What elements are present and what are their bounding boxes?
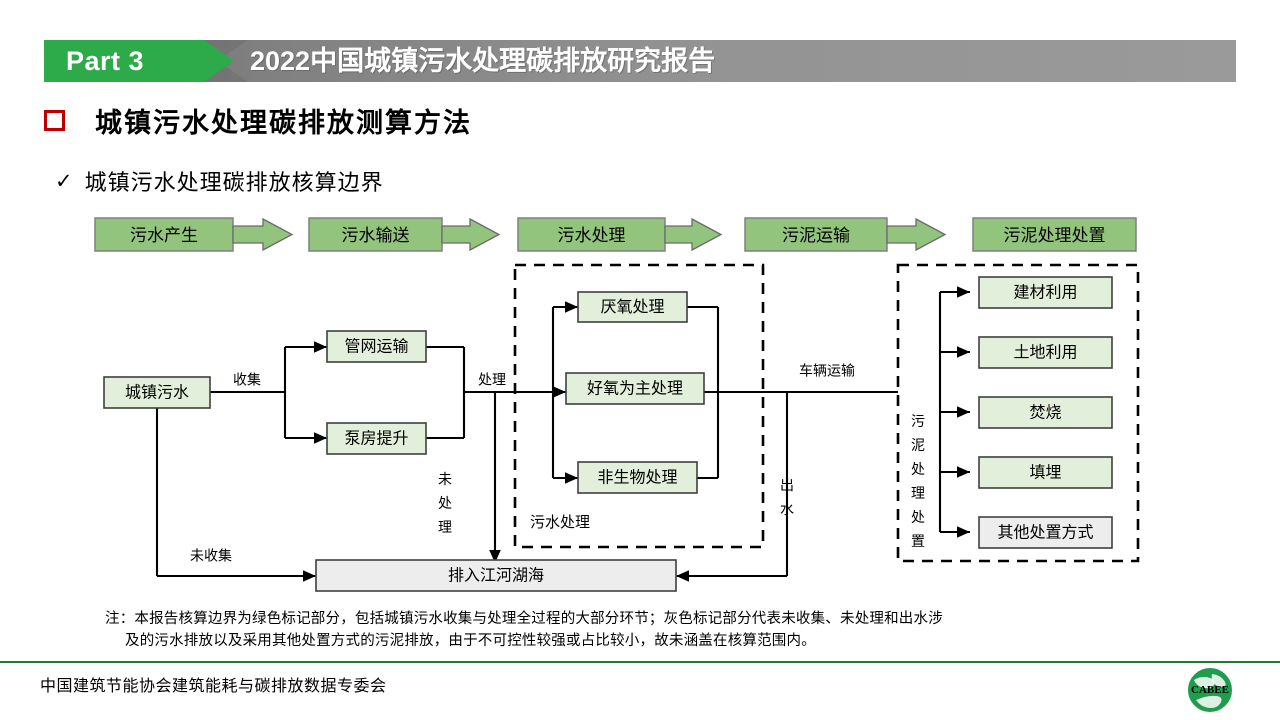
node-label-land-use: 土地利用	[1013, 344, 1077, 362]
section-heading-level1: 城镇污水处理碳排放测算方法	[44, 101, 472, 140]
svg-text:处: 处	[911, 462, 925, 478]
stage-label-3: 污泥运输	[782, 226, 850, 245]
group-box-sludge-treatment	[896, 263, 1140, 563]
stage-chip-wastewater-conveyance: 污水输送	[308, 217, 501, 252]
stage-chip-wastewater-treatment: 污水处理	[517, 217, 723, 252]
node-label-source: 城镇污水	[125, 384, 189, 402]
node-label-aerobic: 好氧为主处理	[587, 380, 683, 398]
edge-label-uncollected: 未收集	[190, 548, 232, 565]
footnote-line-1: 注：本报告核算边界为绿色标记部分，包括城镇污水收集与处理全过程的大部分环节；灰色…	[105, 611, 943, 627]
svg-text:出: 出	[780, 478, 794, 494]
node-building-material-use: 建材利用	[978, 276, 1113, 309]
node-label-building-material: 建材利用	[1013, 284, 1077, 302]
stage-chip-sludge-transport: 污泥运输	[744, 217, 947, 252]
banner-green-chevron	[44, 40, 234, 82]
stage-chip-wastewater-generation: 污水产生	[94, 217, 294, 252]
svg-text:泥: 泥	[911, 438, 925, 454]
part-label: Part 3	[66, 46, 145, 76]
footnote: 注：本报告核算边界为绿色标记部分，包括城镇污水收集与处理全过程的大部分环节；灰色…	[105, 608, 1213, 652]
square-bullet-icon	[44, 110, 65, 131]
node-label-nonbio: 非生物处理	[597, 469, 677, 487]
node-land-use: 土地利用	[978, 336, 1113, 369]
cabee-logo-text: CABEE	[1191, 684, 1229, 696]
section-heading-level1-text: 城镇污水处理碳排放测算方法	[95, 108, 472, 138]
group-label-sludge-treatment: 污 泥 处 理 处 置	[911, 414, 925, 550]
node-urban-wastewater: 城镇污水	[103, 376, 211, 409]
node-aerobic-treatment: 好氧为主处理	[565, 372, 705, 405]
edge-label-treated: 处理	[478, 373, 506, 389]
section-heading-level2-text: 城镇污水处理碳排放核算边界	[84, 170, 384, 195]
node-incineration: 焚烧	[978, 396, 1113, 429]
stage-arrow-icon-3	[886, 217, 947, 252]
node-label-discharge: 排入江河湖海	[448, 567, 544, 585]
node-other-disposal: 其他处置方式	[978, 516, 1113, 549]
group-label-wastewater-treatment: 污水处理	[530, 514, 590, 531]
cabee-logo: CABEE	[1188, 668, 1232, 712]
node-label-incineration: 焚烧	[1029, 404, 1061, 422]
group-box-wastewater-treatment	[513, 263, 765, 549]
svg-text:理: 理	[438, 521, 452, 536]
stage-label-1: 污水输送	[342, 226, 410, 245]
stage-label-4: 污泥处理处置	[1004, 226, 1106, 245]
edge-label-vehicle-transport: 车辆运输	[799, 363, 855, 380]
slide-banner: Part 3 2022中国城镇污水处理碳排放研究报告	[44, 40, 1236, 82]
node-pump-station-lift: 泵房提升	[326, 422, 427, 455]
node-label-pipe: 管网运输	[344, 338, 408, 356]
svg-text:处: 处	[911, 510, 925, 526]
footer-divider	[0, 661, 1280, 663]
svg-text:处: 处	[438, 496, 452, 512]
edge-label-effluent: 出 水	[780, 478, 794, 518]
section-heading-level2: ✓ 城镇污水处理碳排放核算边界	[55, 165, 384, 197]
banner-title: 2022中国城镇污水处理碳排放研究报告	[250, 46, 716, 76]
check-icon: ✓	[55, 168, 73, 193]
node-discharge-to-water-bodies: 排入江河湖海	[315, 559, 677, 592]
stage-arrow-icon-0	[232, 217, 294, 252]
stage-label-0: 污水产生	[130, 226, 198, 245]
connector-lines	[155, 286, 970, 582]
node-nonbiological-treatment: 非生物处理	[577, 461, 698, 494]
svg-text:置: 置	[911, 534, 925, 550]
banner-gray-background	[44, 40, 1236, 82]
edge-label-collected: 收集	[233, 372, 261, 389]
footnote-line-2: 及的污水排放以及采用其他处置方式的污泥排放，由于不可控性较强或占比较小，故未涵盖…	[125, 633, 816, 649]
node-label-pump: 泵房提升	[344, 430, 408, 448]
edge-label-untreated: 未 处 理	[438, 472, 452, 536]
stage-arrow-icon-1	[441, 217, 501, 252]
svg-text:理: 理	[911, 487, 925, 502]
stage-arrow-icon-2	[664, 217, 723, 252]
node-label-anaerobic: 厌氧处理	[600, 298, 664, 316]
footer-organization: 中国建筑节能协会建筑能耗与碳排放数据专委会	[40, 678, 387, 695]
stage-chip-sludge-treatment: 污泥处理处置	[972, 217, 1137, 252]
svg-text:水: 水	[780, 502, 794, 518]
stage-label-2: 污水处理	[558, 226, 626, 245]
svg-text:污: 污	[911, 414, 925, 430]
svg-text:未: 未	[438, 472, 452, 488]
node-label-landfill: 填埋	[1029, 464, 1061, 482]
node-anaerobic-treatment: 厌氧处理	[577, 291, 688, 323]
node-pipe-network-transport: 管网运输	[326, 330, 427, 363]
node-label-other: 其他处置方式	[997, 524, 1093, 542]
node-landfill: 填埋	[978, 456, 1113, 489]
